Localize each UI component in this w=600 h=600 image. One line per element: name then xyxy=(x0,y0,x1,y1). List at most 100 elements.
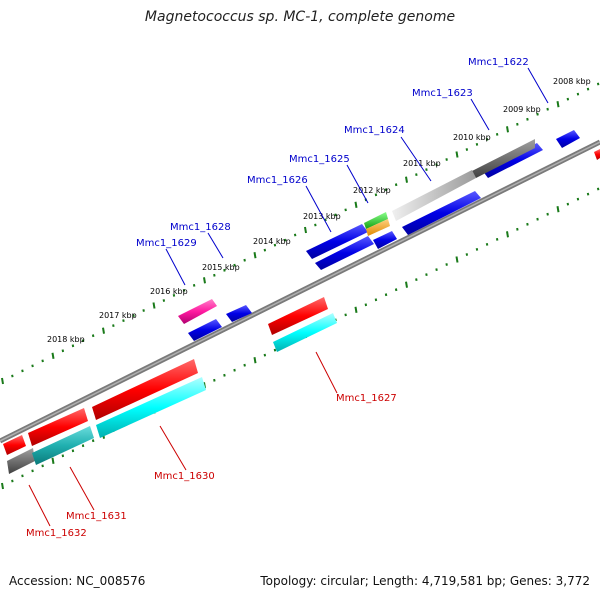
scale-minor-tick xyxy=(344,208,347,212)
scale-minor-tick xyxy=(465,148,469,151)
scale-minor-tick xyxy=(516,227,519,231)
scale-major-tick xyxy=(253,357,257,364)
scale-minor-tick xyxy=(334,213,337,217)
scale-minor-tick xyxy=(11,479,14,483)
topology-summary: Topology: circular; Length: 4,719,581 bp… xyxy=(260,574,590,588)
scale-minor-tick xyxy=(172,293,176,297)
scale-minor-tick xyxy=(415,173,418,177)
gene-mmc1-1624[interactable] xyxy=(392,170,476,221)
gene-mmc1-1629[interactable] xyxy=(188,319,222,341)
gene-label-mmc1-1630[interactable]: Mmc1_1630 xyxy=(154,471,215,482)
scale-minor-tick xyxy=(485,242,489,246)
scale-minor-tick xyxy=(192,283,196,287)
scale-minor-tick xyxy=(11,374,14,378)
tick-label: 2014 kbp xyxy=(253,237,291,246)
gene-label-mmc1-1629[interactable]: Mmc1_1629 xyxy=(136,238,197,249)
scale-minor-tick xyxy=(384,188,388,192)
scale-minor-tick xyxy=(475,142,479,146)
scale-minor-tick xyxy=(435,268,438,272)
gene-mmc1-1631[interactable] xyxy=(32,426,94,465)
scale-minor-tick xyxy=(273,348,277,352)
gene-mmc1-1627-red[interactable] xyxy=(268,297,328,335)
gene-mmc1-1622[interactable] xyxy=(482,143,543,178)
scale-major-tick xyxy=(253,252,257,259)
gene-mmc1-1624-gray[interactable] xyxy=(472,139,535,178)
gene-mmc1-1628[interactable] xyxy=(226,305,252,322)
scale-minor-tick xyxy=(516,122,519,126)
tick-label: 2008 kbp xyxy=(553,77,591,86)
scale-minor-tick xyxy=(526,117,529,121)
scale-minor-tick xyxy=(536,217,539,221)
scale-major-tick xyxy=(556,101,560,108)
scale-minor-tick xyxy=(71,449,75,453)
tick-label: 2016 kbp xyxy=(150,287,188,296)
gene-orange-small[interactable] xyxy=(366,219,390,236)
forward-leaders xyxy=(165,67,549,286)
scale-minor-tick xyxy=(91,334,95,338)
scale-minor-tick xyxy=(586,192,590,196)
scale-minor-tick xyxy=(213,273,216,277)
scale-minor-tick xyxy=(465,253,469,256)
gene-mmc1-1623[interactable] xyxy=(402,191,481,235)
gene-label-mmc1-1628[interactable]: Mmc1_1628 xyxy=(170,222,231,233)
scale-minor-tick xyxy=(263,353,267,357)
scale-minor-tick xyxy=(314,223,317,227)
gene-mmc1-1632[interactable] xyxy=(3,435,26,455)
scale-major-tick xyxy=(51,457,55,464)
scale-major-tick xyxy=(354,201,358,208)
scale-major-tick xyxy=(506,231,509,238)
gene-label-mmc1-1627[interactable]: Mmc1_1627 xyxy=(336,393,397,404)
scale-minor-tick xyxy=(71,344,75,348)
scale-minor-tick xyxy=(233,263,236,267)
gene-label-mmc1-1625[interactable]: Mmc1_1625 xyxy=(289,154,350,165)
gene-label-mmc1-1631[interactable]: Mmc1_1631 xyxy=(66,511,127,522)
scale-minor-tick xyxy=(495,132,499,136)
gene-label-mmc1-1632[interactable]: Mmc1_1632 xyxy=(26,528,87,539)
gene-label-mmc1-1626[interactable]: Mmc1_1626 xyxy=(247,175,308,186)
scale-minor-tick xyxy=(243,363,246,367)
scale-minor-tick xyxy=(324,218,327,222)
scale-minor-tick xyxy=(61,349,65,353)
scale-minor-tick xyxy=(425,273,428,277)
tick-label: 2010 kbp xyxy=(453,133,491,142)
scale-minor-tick xyxy=(445,158,448,161)
scale-minor-tick xyxy=(364,303,368,307)
scale-major-tick xyxy=(304,226,307,234)
scale-minor-tick xyxy=(425,168,428,172)
scale-minor-tick xyxy=(566,97,570,101)
gene-mmc1-1626[interactable] xyxy=(373,231,397,249)
gene-label-mmc1-1623[interactable]: Mmc1_1623 xyxy=(412,88,473,99)
reverse-leaders xyxy=(28,351,338,527)
scale-minor-tick xyxy=(394,288,398,292)
gene-pink[interactable] xyxy=(178,299,217,324)
scale-minor-tick xyxy=(182,288,186,292)
tick-label: 2011 kbp xyxy=(403,159,441,168)
gene-right-edge[interactable] xyxy=(556,130,580,148)
scale-minor-tick xyxy=(394,183,398,187)
gene-mmc1-1630-red[interactable] xyxy=(92,359,198,420)
gene-gray-left[interactable] xyxy=(7,448,35,474)
scale-minor-tick xyxy=(142,309,145,312)
scale-minor-tick xyxy=(21,369,24,373)
gene-mmc1-1631-red[interactable] xyxy=(28,408,88,446)
gene-label-mmc1-1624[interactable]: Mmc1_1624 xyxy=(344,125,405,136)
gene-mmc1-1625[interactable] xyxy=(315,236,374,270)
scale-minor-tick xyxy=(566,202,570,206)
scale-minor-tick xyxy=(223,268,226,272)
gene-mmc1-1627[interactable] xyxy=(273,313,337,352)
gene-green-small[interactable] xyxy=(364,212,388,229)
scale-minor-tick xyxy=(445,263,448,266)
gene-mmc1-1625-upper[interactable] xyxy=(306,224,368,259)
scale-minor-tick xyxy=(495,237,499,241)
scale-minor-tick xyxy=(233,368,236,372)
tick-label: 2009 kbp xyxy=(503,105,541,114)
gene-red-edge-right[interactable] xyxy=(594,149,600,160)
scale-minor-tick xyxy=(586,87,590,91)
scale-major-tick xyxy=(1,482,4,490)
scale-major-tick xyxy=(405,281,408,288)
scale-minor-tick xyxy=(213,378,216,382)
gene-mmc1-1630[interactable] xyxy=(96,377,206,438)
gene-label-mmc1-1622[interactable]: Mmc1_1622 xyxy=(468,57,529,68)
scale-major-tick xyxy=(455,151,459,158)
